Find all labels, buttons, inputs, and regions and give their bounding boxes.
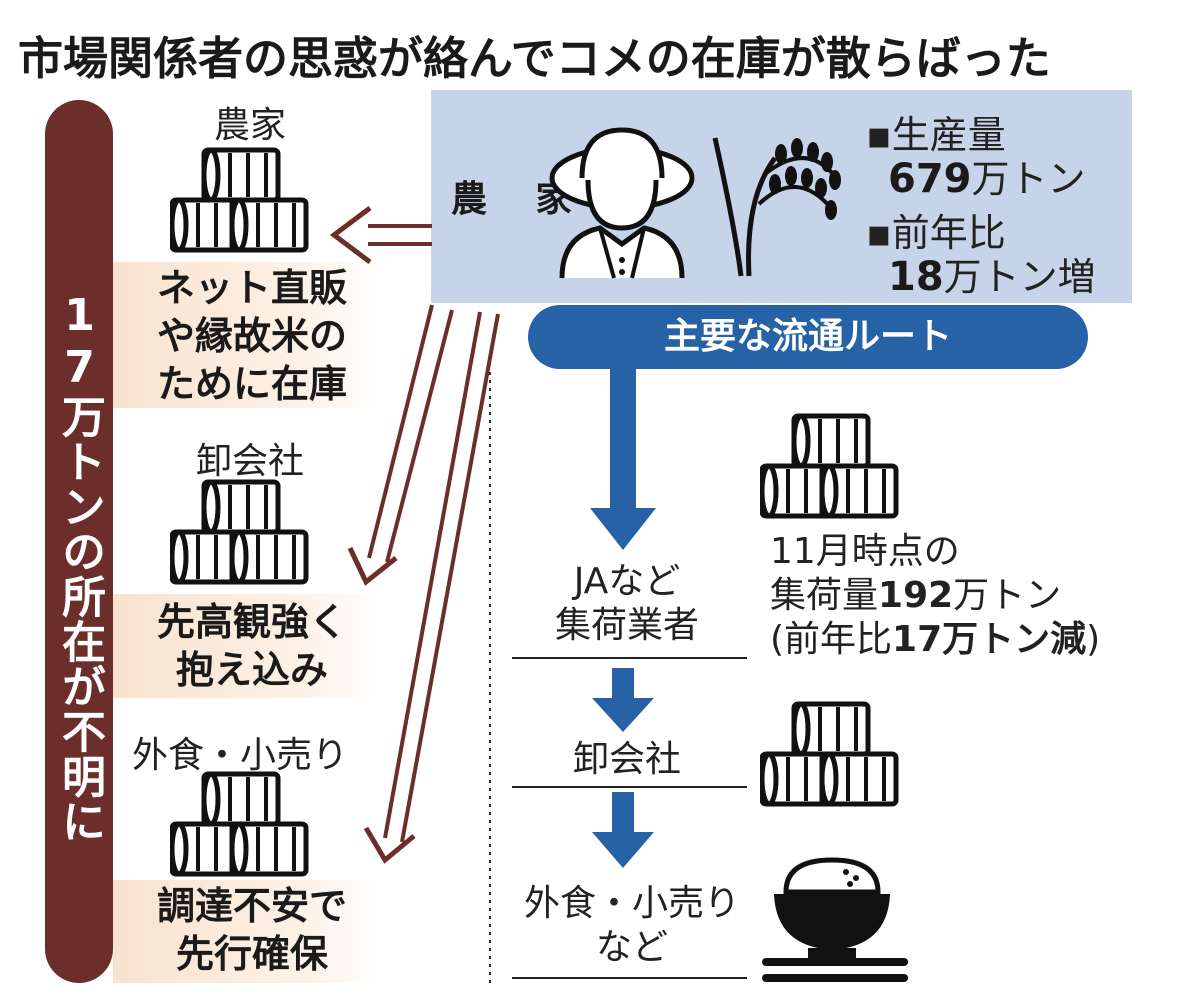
reason-line: や縁故米の [156,314,347,358]
production-label: ▪生産量 [866,113,1006,157]
arrow-to-food-retail [363,311,500,864]
node-line: 外食・小売り [523,883,740,924]
page-title: 市場関係者の思惑が絡んでコメの在庫が散らばった [18,32,1051,85]
yoy-label: ▪前年比 [866,211,1006,255]
production-amount: 679万トン [888,148,1086,203]
rice-plant-icon [712,137,841,277]
reason-line: 先高観強く [156,600,347,644]
divider [512,786,747,788]
divider [512,657,747,659]
chopsticks-icon [762,958,908,982]
reason-box-wholesalers: 先高観強く 抱え込み [113,594,381,698]
rice-bale-stack-icon [760,412,910,532]
yoy-amount: 18万トン増 [888,246,1096,301]
production-value: 679 [888,156,972,202]
distribution-route-header: 主要な流通ルート [528,305,1088,369]
production-unit: 万トン [971,157,1086,201]
reason-line: ために在庫 [156,362,347,406]
node-wholesalers: 卸会社 [512,738,742,782]
reason-line: ネット直販 [156,266,347,310]
farmer-icon [549,127,695,279]
collection-line2: 集荷量192万トン [770,575,1062,616]
rice-bowl-icon [774,857,890,958]
missing-stock-label: 17万トンの所在が不明に [54,290,105,844]
reason-line: 調達不安で [156,884,347,928]
route-arrows [590,368,656,868]
collection-info: 11月時点の 集荷量192万トン (前年比17万トン減) [770,530,1100,662]
yoy-unit: 万トン増 [943,255,1096,299]
node-line: 卸会社 [572,739,681,780]
node-line: JAなど [573,561,681,602]
arrow-to-wholesalers [347,304,454,586]
rice-bale-stack-icon [760,700,910,820]
farmer-panel [431,90,1132,303]
reason-line: 先行確保 [175,932,328,976]
yoy-value: 18 [888,254,944,300]
arrow-to-farmer-stock [329,206,432,264]
divider [512,977,747,979]
collection-line1: 11月時点の [770,531,960,572]
category-food-retail: 外食・小売り [131,735,348,776]
reason-box-food-retail: 調達不安で 先行確保 [113,880,381,983]
reason-box-farmers: ネット直販 や縁故米の ために在庫 [113,262,381,408]
node-line: 集荷業者 [554,605,699,646]
missing-stock-bar: 17万トンの所在が不明に [45,100,113,983]
node-line: など [595,927,668,968]
category-wholesalers: 卸会社 [195,441,304,482]
node-ja-collectors: JAなど 集荷業者 [512,560,742,648]
node-food-retail: 外食・小売り など [512,882,752,970]
collection-line3: (前年比17万トン減) [770,619,1101,660]
reason-line: 抱え込み [175,648,328,692]
category-farmers: 農家 [213,105,286,146]
